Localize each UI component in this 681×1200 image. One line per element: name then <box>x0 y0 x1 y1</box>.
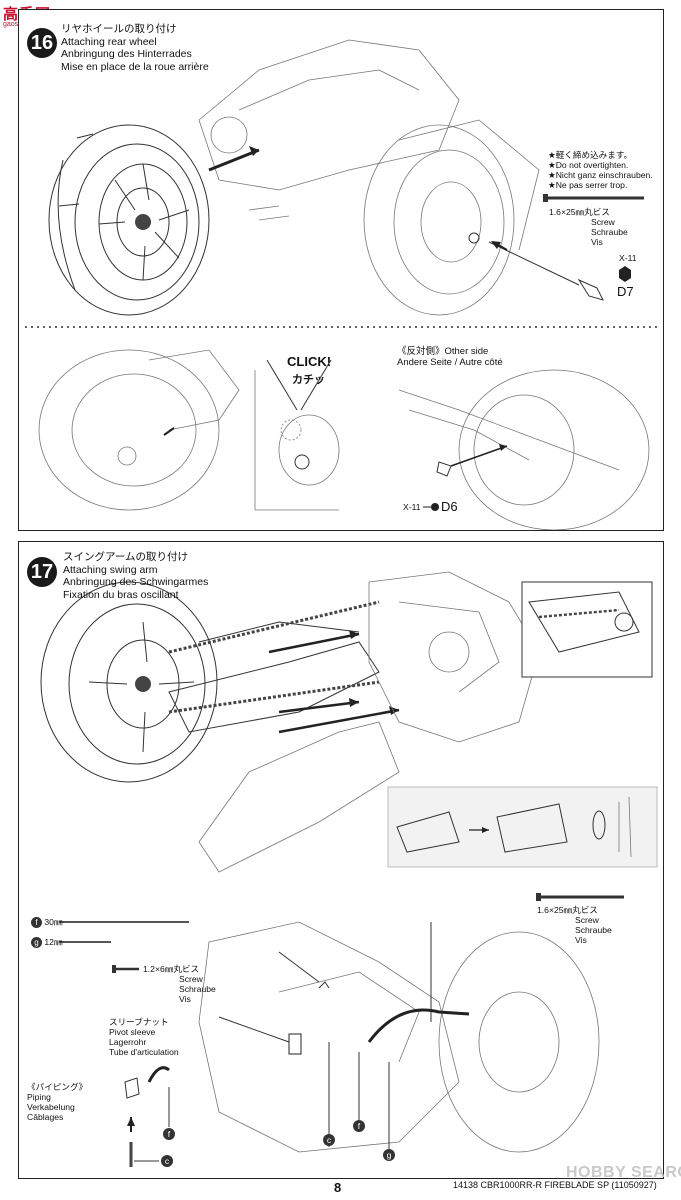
caution-de: ★Nicht ganz einschrauben. <box>548 170 653 180</box>
title-fr: Mise en place de la roue arrière <box>61 60 209 73</box>
rear-wheel-left <box>48 124 210 316</box>
screw-long-de: Schraube <box>575 925 612 935</box>
other-side-drawing <box>398 369 650 530</box>
page-number: 8 <box>334 1180 342 1195</box>
title-jp: リヤホイールの取り付け <box>61 23 177 35</box>
piping-fr: Câblages <box>27 1112 64 1122</box>
title-en: Attaching rear wheel <box>61 35 157 48</box>
pivot-en: Pivot sleeve <box>109 1027 156 1037</box>
part-x11-bottom: X-11 <box>403 502 421 512</box>
piping-en: Piping <box>27 1092 51 1102</box>
swing-arm <box>168 600 380 733</box>
screw-small-de: Schraube <box>179 984 216 994</box>
title-en: Attaching swing arm <box>63 563 158 576</box>
step-16-panel: 16 リヤホイールの取り付け Attaching rear wheel Anbr… <box>18 9 664 531</box>
pipe-f-legend: f 30㎜ <box>31 917 63 928</box>
step-16-drawing <box>25 39 659 530</box>
click-detail <box>254 359 340 511</box>
pipe-scales <box>59 921 189 943</box>
callout-f-2: f <box>353 1120 365 1132</box>
title-jp: スイングアームの取り付け <box>63 551 189 563</box>
screw-label-16: 1.6×25㎜丸ビス Screw Schraube Vis <box>549 207 628 247</box>
screw-fr: Vis <box>591 237 603 247</box>
piping-label: 《パイピング》 Piping Verkabelung Câblages <box>27 1082 87 1122</box>
step-17-drawing <box>40 571 658 1167</box>
screw-de: Schraube <box>591 227 628 237</box>
step-17-number: 17 <box>27 557 57 587</box>
step-16-titles: リヤホイールの取り付け Attaching rear wheel Anbring… <box>61 23 209 73</box>
click-jp-label: カチッ <box>292 374 325 386</box>
callout-lines <box>134 951 390 1162</box>
title-de: Anbringung des Schwingarmes <box>63 576 209 588</box>
screw-en: Screw <box>591 217 615 227</box>
step-17-titles: スイングアームの取り付け Attaching swing arm Anbring… <box>63 551 208 601</box>
screw-small-size: 1.2×6㎜丸ビス <box>143 964 200 974</box>
screw-long-size: 1.6×25㎜丸ビス <box>537 905 598 915</box>
step-17-panel: 17 スイングアームの取り付け Attaching swing arm Anbr… <box>18 541 664 1179</box>
frame-ghost <box>198 39 460 221</box>
screw-small-en: Screw <box>179 974 203 984</box>
screw-small-fr: Vis <box>179 994 191 1004</box>
step-16-number: 16 <box>27 28 57 58</box>
pivot-sleeve-label: スリーブナット Pivot sleeve Lagerrohr Tube d'ar… <box>109 1017 179 1057</box>
hobby-search-watermark: HOBBY SEARCH <box>566 1164 681 1181</box>
pipe-f-badge: f <box>31 917 42 928</box>
caution-notes: ★軽く締め込みます。 ★Do not overtighten. ★Nicht g… <box>548 150 653 190</box>
callout-c-1: c <box>161 1155 173 1167</box>
wheel-step17 <box>40 581 218 783</box>
caution-jp: ★軽く締め込みます。 <box>548 150 633 160</box>
pivot-de: Lagerrohr <box>109 1037 147 1047</box>
engine-ghost <box>368 571 540 743</box>
piping-de: Verkabelung <box>27 1102 75 1112</box>
arrow-wheel-insert <box>208 148 260 172</box>
rear-wheel-right <box>363 119 540 316</box>
pipe-f-length: 30㎜ <box>44 917 63 927</box>
screw-long-label: 1.6×25㎜丸ビス Screw Schraube Vis <box>537 905 612 945</box>
kit-code: 14138 CBR1000RR-R FIREBLADE SP (11050927… <box>453 1180 657 1190</box>
pipe-g-length: 12㎜ <box>44 937 63 947</box>
other-side-de-fr: Andere Seite / Autre côté <box>397 357 503 368</box>
part-x11-top: X-11 <box>619 253 637 263</box>
pivot-fr: Tube d'articulation <box>109 1047 179 1057</box>
title-de: Anbringung des Hinterrades <box>61 48 192 60</box>
pipe-g-legend: g 12㎜ <box>31 937 63 948</box>
caution-fr: ★Ne pas serrer trop. <box>548 180 628 190</box>
small-screw-icon <box>112 965 139 973</box>
screw-long-fr: Vis <box>575 935 587 945</box>
screw-icon-16 <box>543 194 644 202</box>
long-screw-icon <box>536 893 624 901</box>
part-d6: D6 <box>441 499 458 514</box>
bottom-assembly <box>198 921 600 1153</box>
other-side-jp: 《反対側》Other side <box>397 346 489 357</box>
pivot-jp: スリーブナット <box>109 1017 169 1027</box>
callout-c-2: c <box>323 1134 335 1146</box>
callout-f-1: f <box>163 1128 175 1140</box>
piping-jp: 《パイピング》 <box>27 1082 88 1092</box>
screw-size: 1.6×25㎜丸ビス <box>549 207 610 217</box>
part-d7: D7 <box>617 284 634 299</box>
screw-small-label: 1.2×6㎜丸ビス Screw Schraube Vis <box>143 964 216 1004</box>
piping-parts <box>124 1066 170 1167</box>
screw-long-en: Screw <box>575 915 599 925</box>
wheel-bottom-left <box>38 349 240 511</box>
pipe-g-badge: g <box>31 937 42 948</box>
inset-chain <box>387 786 658 868</box>
inset-detail-top <box>521 581 653 678</box>
caution-en: ★Do not overtighten. <box>548 160 629 170</box>
callout-g: g <box>383 1149 395 1161</box>
title-fr: Fixation du bras oscillant <box>63 588 179 601</box>
d7-part <box>577 266 631 301</box>
other-side-label: 《反対側》Other side Andere Seite / Autre côt… <box>397 346 503 368</box>
click-label: CLICK! <box>287 354 332 369</box>
